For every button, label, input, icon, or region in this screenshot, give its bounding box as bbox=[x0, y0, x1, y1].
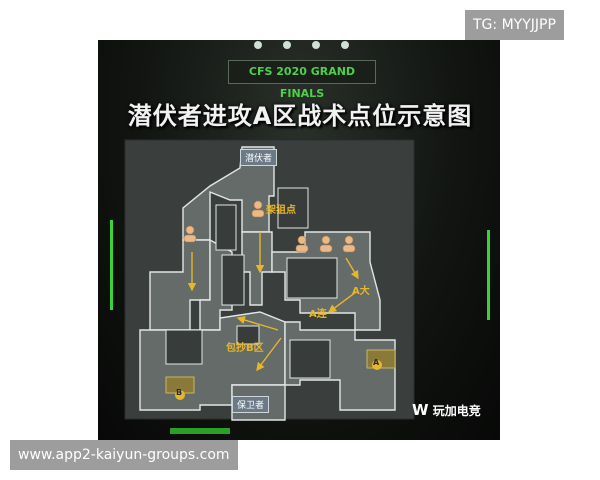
watermark-bottom-left: www.app2-kaiyun-groups.com bbox=[10, 440, 238, 470]
site-a-label: A bbox=[373, 358, 380, 367]
neon-bar-left bbox=[110, 220, 113, 310]
arrow bbox=[256, 337, 282, 372]
flank-b-label: 包抄B区 bbox=[226, 343, 264, 354]
player-icon bbox=[342, 235, 356, 253]
arrow bbox=[345, 257, 359, 280]
player-icon bbox=[251, 200, 265, 218]
brand-logo: W 玩加电竞 bbox=[412, 401, 481, 419]
arrow bbox=[327, 291, 357, 313]
w-logo-icon: W bbox=[412, 401, 429, 419]
sniper-spot-label: 架狙点 bbox=[266, 205, 296, 216]
map-walls bbox=[165, 187, 338, 379]
player-icon bbox=[319, 235, 333, 253]
watermark-top-right: TG: MYYJJPP bbox=[465, 10, 564, 40]
site-b-label: B bbox=[176, 388, 183, 397]
stage-lights bbox=[254, 41, 349, 49]
player-icons bbox=[183, 200, 356, 253]
arrow bbox=[236, 315, 279, 331]
site-markers bbox=[175, 360, 382, 400]
poster-title: 潜伏者进攻A区战术点位示意图 bbox=[127, 102, 473, 130]
logo-text: 玩加电竞 bbox=[432, 404, 481, 418]
player-icon bbox=[295, 235, 309, 253]
player-icon bbox=[183, 225, 197, 243]
defender-spawn-label: 保卫者 bbox=[232, 396, 270, 413]
movement-arrows bbox=[187, 232, 359, 372]
neon-bar-bottom bbox=[170, 428, 230, 434]
neon-bar-right bbox=[487, 230, 490, 320]
attacker-spawn-label: 潜伏者 bbox=[240, 149, 278, 166]
a-long-label: A大 bbox=[352, 286, 370, 297]
event-banner: CFS 2020 GRAND FINALS bbox=[228, 60, 376, 100]
a-connector-label: A连 bbox=[309, 309, 327, 320]
